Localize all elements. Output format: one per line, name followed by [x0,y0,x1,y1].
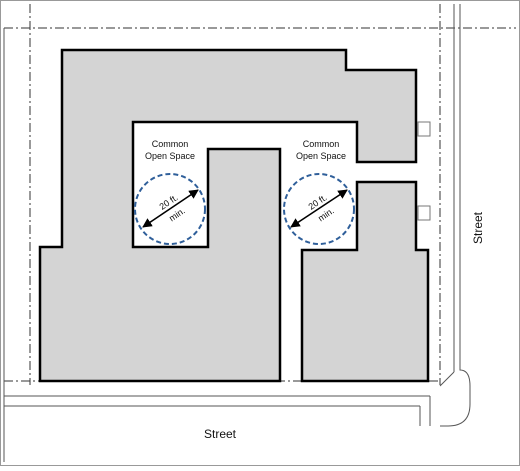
street-label-right: Street [471,211,485,244]
street-edges [3,4,471,462]
min-dimension-circle-right [283,173,355,245]
dimension-label-right: 20 ft. min. [307,192,336,223]
edge-notches [417,121,431,221]
dimension-arrow-right [290,189,348,228]
street-label-bottom: Street [204,427,237,441]
open-space-left-label-2: Open Space [145,151,195,161]
open-space-right-label-2: Open Space [296,151,346,161]
open-space-left-label-1: Common [152,139,189,149]
min-dimension-circle-left [134,173,206,245]
dimension-arrow-left [142,189,199,228]
building-left [38,48,418,383]
open-space-right-label-1: Common [303,139,340,149]
dimension-label-left: 20 ft. min. [158,192,187,223]
building-right [300,180,430,383]
